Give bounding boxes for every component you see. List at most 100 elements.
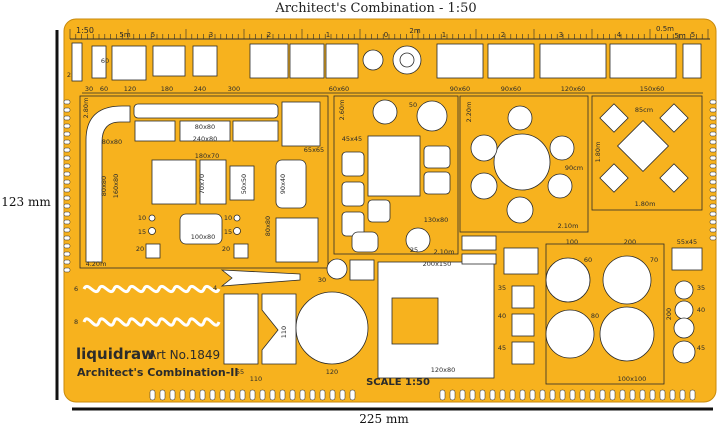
dining-text: 2.60m 45x45 50 130x80 25 2.10m xyxy=(338,100,454,256)
circles-text: 100 200 55x45 60 70 80 35 40 45 100x100 … xyxy=(566,238,705,383)
comb-slot xyxy=(63,219,71,225)
bath-block xyxy=(223,235,539,379)
ruler-left-tick-0: 0 xyxy=(384,31,388,39)
comb-slot xyxy=(229,389,236,401)
width-label: 225 mm xyxy=(359,412,409,425)
comb-slot xyxy=(709,211,717,217)
ruler-mid-unit: 2m xyxy=(409,27,420,35)
label-8: 8 xyxy=(74,318,78,326)
label-50x50: 50x50 xyxy=(240,174,248,194)
comb-slot xyxy=(339,389,346,401)
comb-slot xyxy=(269,389,276,401)
comb-slot xyxy=(709,155,717,161)
left-comb xyxy=(63,99,71,273)
comb-slot xyxy=(709,203,717,209)
label-20b: 20 xyxy=(222,245,230,253)
label-2-20m: 2.20m xyxy=(465,102,473,123)
label-2-60m: 2.60m xyxy=(338,100,346,121)
label-80c: 80 xyxy=(591,312,599,320)
label-1-80m-a: 1.80m xyxy=(594,142,602,163)
label-120x60: 120x60 xyxy=(561,85,586,93)
row-two-cutouts xyxy=(71,42,702,82)
comb-slot xyxy=(63,251,71,257)
label-180x70: 180x70 xyxy=(195,152,220,160)
label-110: 110 xyxy=(280,326,288,338)
brand-product: Architect's Combination-II xyxy=(77,366,238,379)
comb-slot xyxy=(309,389,316,401)
comb-slot xyxy=(63,147,71,153)
comb-slot xyxy=(639,389,646,401)
comb-slot xyxy=(499,389,506,401)
label-2-10m-b: 2.10m xyxy=(558,222,579,230)
diamond-table-block xyxy=(591,95,703,211)
label-300: 300 xyxy=(228,85,240,93)
comb-slot xyxy=(649,389,656,401)
lounge-text: 80x80 240x80 80x80 80x80 160x80 180x70 7… xyxy=(82,98,324,268)
comb-slot xyxy=(299,389,306,401)
comb-slot xyxy=(219,389,226,401)
comb-slot xyxy=(159,389,166,401)
label-30: 30 xyxy=(85,85,93,93)
comb-slot xyxy=(709,139,717,145)
label-180: 180 xyxy=(161,85,173,93)
comb-slot xyxy=(709,195,717,201)
comb-slot xyxy=(209,389,216,401)
branding: liquidraw Art No.1849 Architect's Combin… xyxy=(76,345,430,388)
comb-slot xyxy=(629,389,636,401)
comb-slot xyxy=(63,123,71,129)
comb-slot xyxy=(529,389,536,401)
dining-block xyxy=(333,95,459,255)
comb-slot xyxy=(709,219,717,225)
comb-slot xyxy=(63,187,71,193)
comb-slot xyxy=(549,389,556,401)
comb-slot xyxy=(189,389,196,401)
comb-slot xyxy=(709,179,717,185)
round-table-text: 2.20m 90cm 2.10m xyxy=(465,102,583,230)
ruler-scale: 1:50 xyxy=(76,26,94,35)
comb-slot xyxy=(63,211,71,217)
comb-slot xyxy=(199,389,206,401)
comb-slot xyxy=(709,99,717,105)
comb-slot xyxy=(63,115,71,121)
comb-slot xyxy=(63,243,71,249)
diamond-table-text: 85cm 1.80m 1.80m xyxy=(594,106,655,208)
comb-slot xyxy=(63,131,71,137)
top-ruler: 1:50 5m 2m 0.5m 5m 5 4 3 2 1 0 1 2 3 4 5 xyxy=(69,25,710,40)
comb-slot xyxy=(149,389,156,401)
round-table-block xyxy=(459,95,589,233)
label-40c: 40 xyxy=(697,306,705,314)
ruler-left-unit: 5m xyxy=(119,31,130,39)
label-80x80a: 80x80 xyxy=(195,123,215,131)
label-240x80: 240x80 xyxy=(193,135,218,143)
comb-slot xyxy=(489,389,496,401)
comb-slot xyxy=(479,389,486,401)
label-45x45: 45x45 xyxy=(342,135,362,143)
comb-slot xyxy=(709,115,717,121)
comb-slot xyxy=(709,171,717,177)
comb-slot xyxy=(599,389,606,401)
brand-name: liquidraw xyxy=(76,345,155,363)
comb-slot xyxy=(249,389,256,401)
row-two-text: 2 60 30 60 120 180 240 300 60x60 90x60 9… xyxy=(67,57,664,93)
label-60v: 60 xyxy=(101,57,109,65)
comb-slot xyxy=(709,227,717,233)
comb-slot xyxy=(519,389,526,401)
arrow-cutout xyxy=(220,269,301,287)
ruler-right-tick-1: 1 xyxy=(442,31,446,39)
label-100x100: 100x100 xyxy=(618,375,647,383)
label-55x45: 55x45 xyxy=(677,238,697,246)
label-35a: 35 xyxy=(498,284,506,292)
comb-slot xyxy=(709,131,717,137)
comb-slot xyxy=(539,389,546,401)
comb-slot xyxy=(63,195,71,201)
width-dimension: 225 mm xyxy=(72,407,713,425)
comb-slot xyxy=(329,389,336,401)
label-200x150: 200x150 xyxy=(423,260,452,268)
right-comb xyxy=(709,99,717,241)
comb-slot xyxy=(63,179,71,185)
comb-slot xyxy=(63,163,71,169)
label-90cm: 90cm xyxy=(565,164,583,172)
comb-slot xyxy=(169,389,176,401)
label-150x60: 150x60 xyxy=(640,85,665,93)
label-200v: 200 xyxy=(665,308,673,320)
